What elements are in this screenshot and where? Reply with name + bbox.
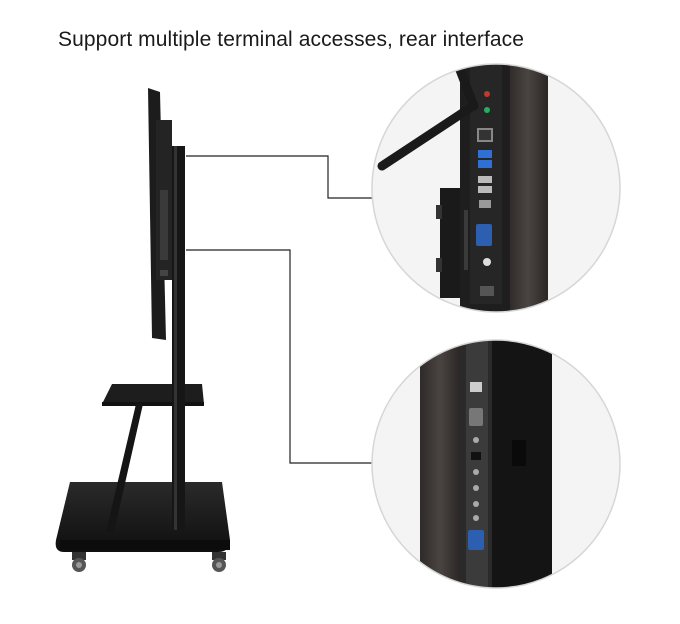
callout-line-bottom [186,249,374,464]
hdmi-port [479,200,491,208]
caster-wheel-right [212,552,226,572]
dc-power-port [483,258,491,266]
usb-port [478,160,492,168]
headline: Support multiple terminal accesses, rear… [58,28,525,51]
usb-port [478,186,492,193]
detail-circle-bottom [371,339,621,589]
usb-port [478,150,492,158]
tv-stand [55,88,230,572]
serial-port [469,408,483,426]
vga-port [468,530,484,550]
usb-b-port [470,382,482,392]
caster-wheel-left [72,552,86,572]
vga-port [476,224,492,246]
detail-circle-top [371,63,621,313]
antenna [377,103,475,171]
upright-pole [172,146,185,530]
shelf-leg [106,404,143,532]
callout-lines [186,155,374,464]
usb-port [478,176,492,183]
audio-port-green [484,107,490,113]
audio-port-red [484,91,490,97]
callout-line-top [186,155,374,199]
optical-port [471,452,481,460]
shelf [102,384,204,404]
stand-base [55,482,230,552]
